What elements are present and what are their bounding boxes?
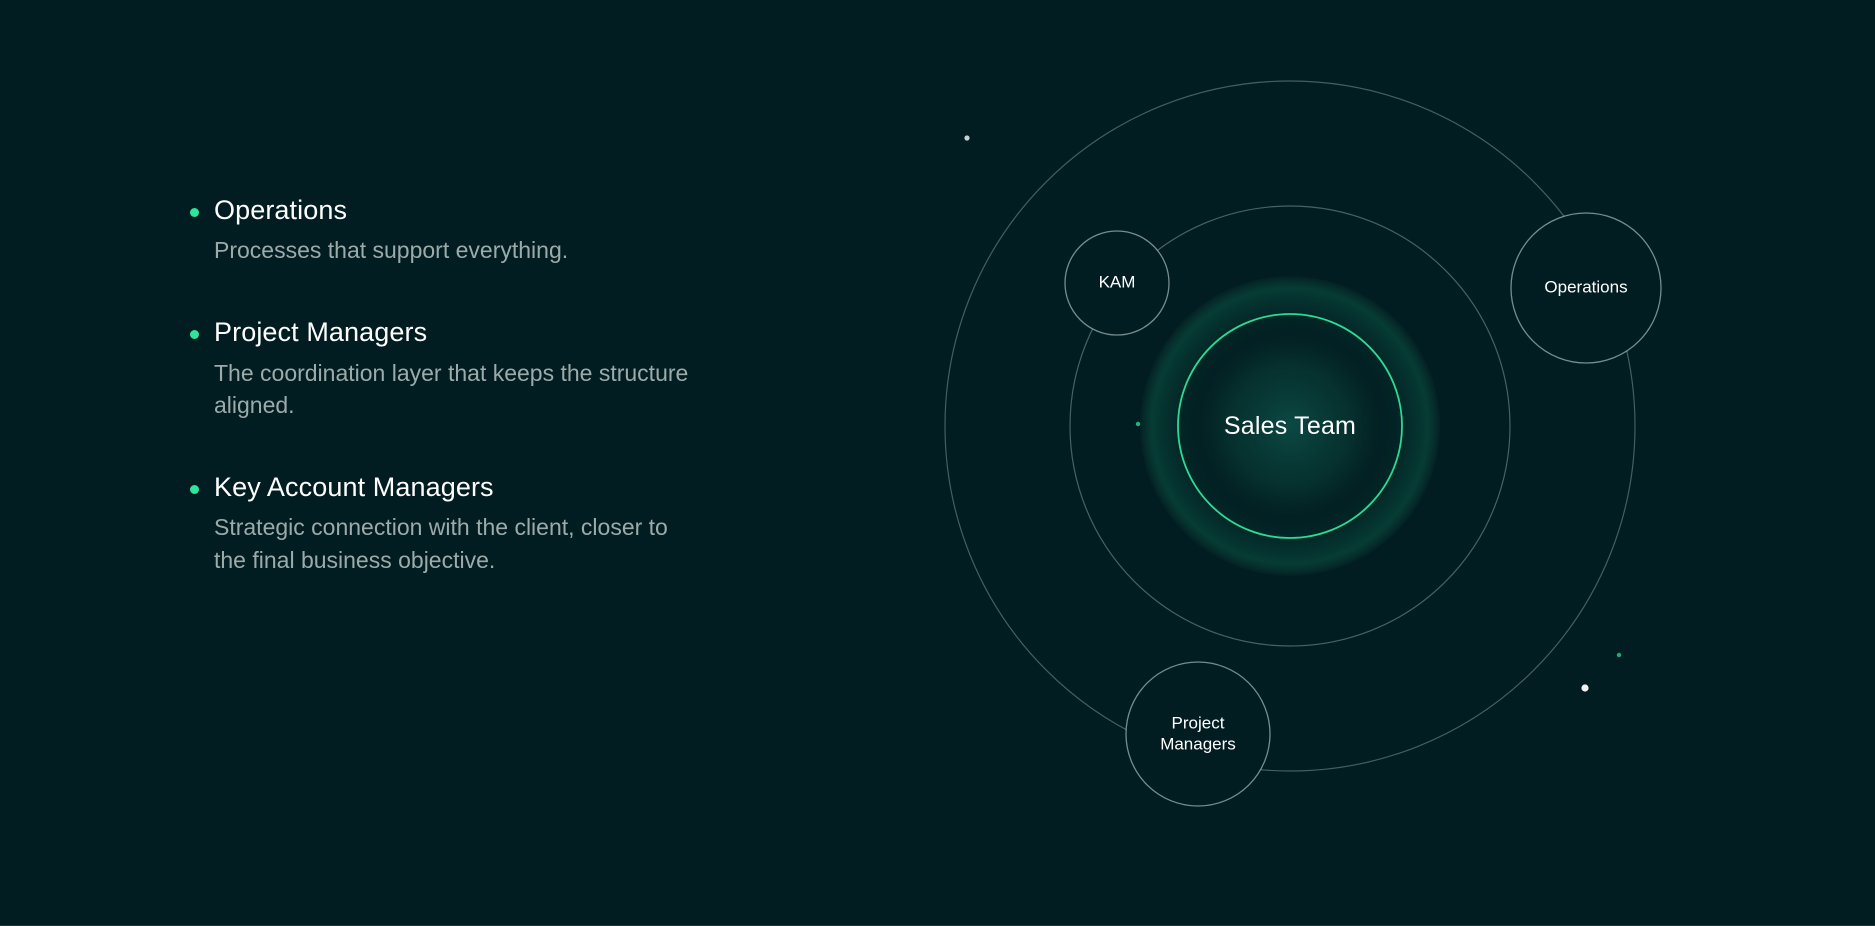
particle-dot-green-1 xyxy=(1135,421,1141,427)
feature-title: Key Account Managers xyxy=(214,471,494,502)
orbit-diagram: Sales Team KAM Operations Project Manage… xyxy=(905,30,1695,860)
feature-description: Processes that support everything. xyxy=(214,237,569,264)
bullet-dot-icon xyxy=(190,330,199,340)
orbit-ring-outer xyxy=(944,80,1636,772)
feature-title: Project Managers xyxy=(214,317,428,348)
bullet-dot-icon xyxy=(190,208,199,217)
satellite-node-project-managers[interactable] xyxy=(1125,661,1271,807)
particle-dot-green-2 xyxy=(1616,652,1622,658)
feature-description: Strategic connection with the client, cl… xyxy=(214,514,668,573)
orbit-ring-inner xyxy=(1069,205,1511,647)
center-node-fill xyxy=(1178,314,1402,538)
feature-title: Operations xyxy=(214,195,348,225)
satellite-node-operations[interactable] xyxy=(1510,212,1662,364)
feature-description: The coordination layer that keeps the st… xyxy=(214,359,689,419)
list-item: Project Managers The coordination layer … xyxy=(190,314,750,422)
particle-dot-white-1 xyxy=(964,135,970,141)
list-item: Key Account Managers Strategic connectio… xyxy=(190,469,750,577)
feature-list: Operations Processes that support everyt… xyxy=(190,192,750,577)
bullet-dot-icon xyxy=(190,484,199,494)
orbit-diagram-svg xyxy=(944,80,1662,807)
list-item: Operations Processes that support everyt… xyxy=(190,192,750,267)
satellite-node-kam[interactable] xyxy=(1064,230,1170,336)
particle-dot-white-2 xyxy=(1581,684,1589,692)
center-node-ring xyxy=(1177,313,1403,539)
